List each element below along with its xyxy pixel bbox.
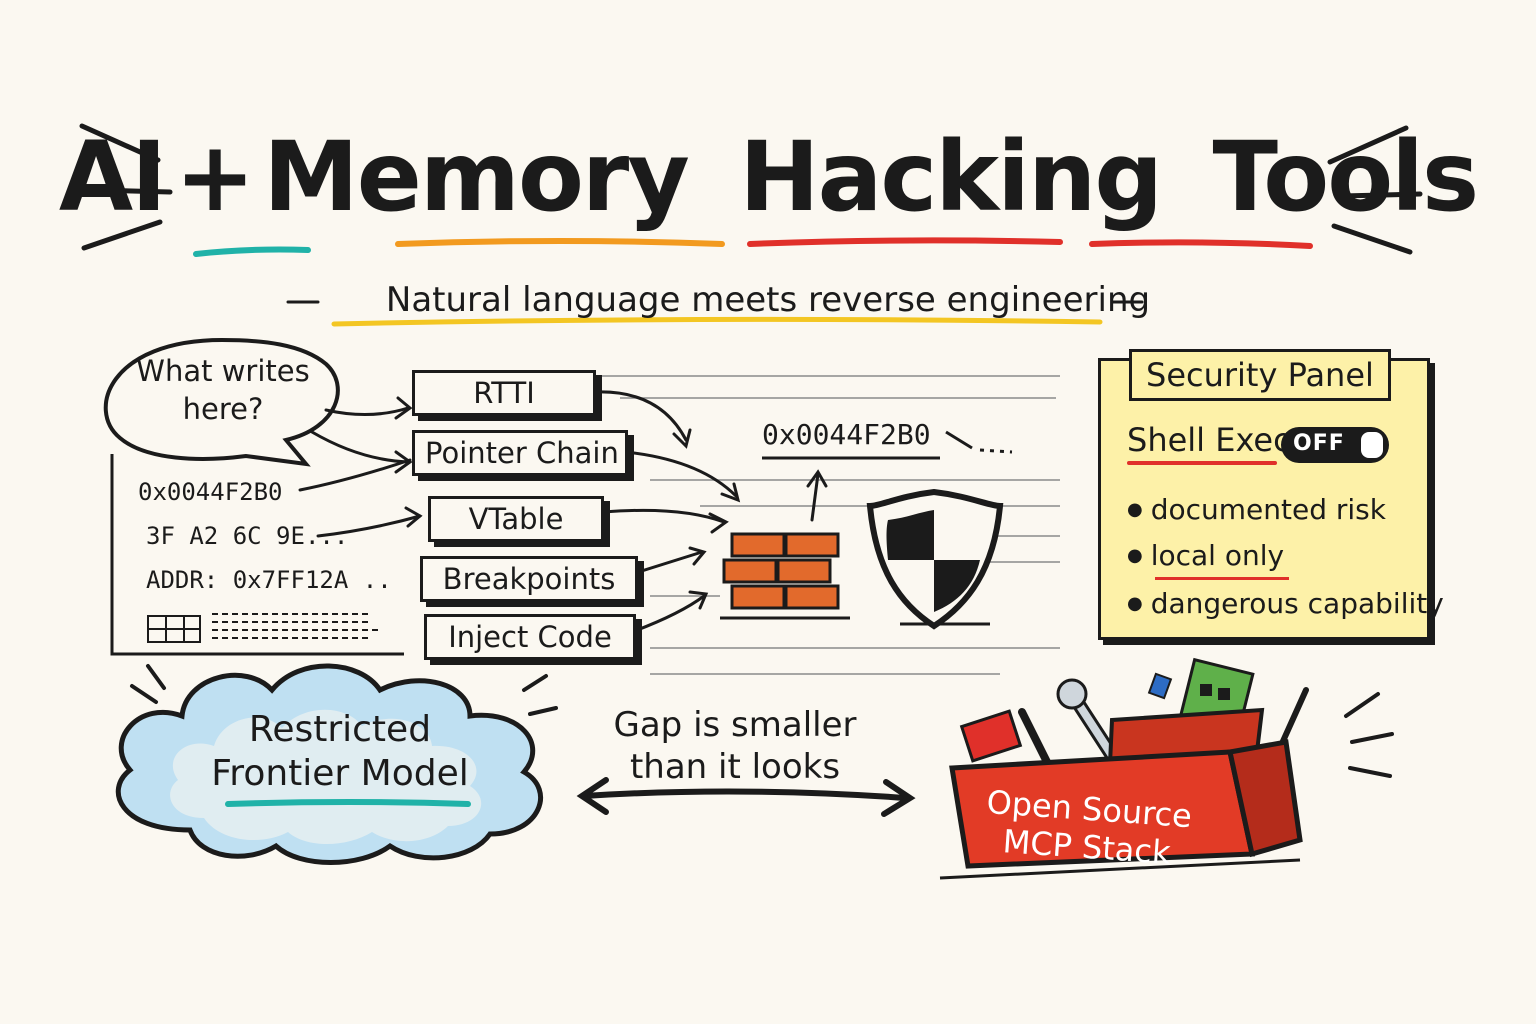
technique-vtable: VTable [428,496,604,542]
memory-address: 0x0044F2B0 [138,478,283,506]
subtitle: Natural language meets reverse engineeri… [385,280,1151,320]
cloud-underline [225,799,471,807]
shell-exec-label: Shell Exec: [1127,421,1302,459]
memory-addr-line: ADDR: 0x7FF12A .. [146,566,392,594]
title-tools: Tools [1212,121,1480,233]
bullet-dangerous-capability: dangerous capability [1127,587,1444,620]
address-marks [762,430,1013,460]
hex-table-scribble [147,613,380,643]
security-panel-title: Security Panel [1129,349,1391,401]
bullet-documented-risk: documented risk [1127,493,1386,526]
toggle-knob [1361,432,1383,458]
page-title: AI+Memory Hacking Tools [0,112,1536,242]
question-bubble-text: What writes here? [118,352,328,428]
security-panel: Security Panel Shell Exec: OFF documente… [1098,349,1444,640]
gap-label: Gap is smaller than it looks [600,704,870,788]
cloud-line-2: Frontier Model [211,753,469,794]
title-underlines [193,237,1313,257]
local-only-underline [1155,577,1289,580]
technique-inject-code: Inject Code [424,614,636,660]
title-plus: + [174,121,255,233]
title-hacking: Hacking [739,121,1163,233]
gap-line-2: than it looks [629,747,841,787]
toolbox-icon [939,657,1394,880]
memory-panel-frame [110,454,404,656]
technique-rtti: RTTI [412,370,596,416]
memory-bytes: 3F A2 6C 9E... [146,522,349,550]
connector-arrows [298,390,828,634]
cloud-line-1: Restricted [248,709,432,750]
shell-exec-toggle[interactable]: OFF [1281,427,1389,463]
shell-underline [1127,461,1277,465]
speech-bubble [103,337,340,467]
brick-wall-icon [720,532,850,620]
toggle-state: OFF [1293,431,1345,456]
technique-breakpoints: Breakpoints [420,556,638,602]
subtitle-underline [331,316,1103,327]
question-line-1: What writes [136,354,310,388]
cloud-icon [115,663,558,865]
bullet-local-only: local only [1127,539,1284,572]
title-ai: AI [58,121,167,233]
title-memory: Memory [263,121,690,233]
title-burst-lines [79,123,1423,255]
gap-line-1: Gap is smaller [613,705,857,745]
technique-pointer-chain: Pointer Chain [412,430,628,476]
double-arrow [576,777,916,817]
question-line-2: here? [182,392,264,426]
target-address: 0x0044F2B0 [762,418,931,451]
shield-icon [866,488,1004,630]
cloud-label: Restricted Frontier Model [200,708,480,796]
